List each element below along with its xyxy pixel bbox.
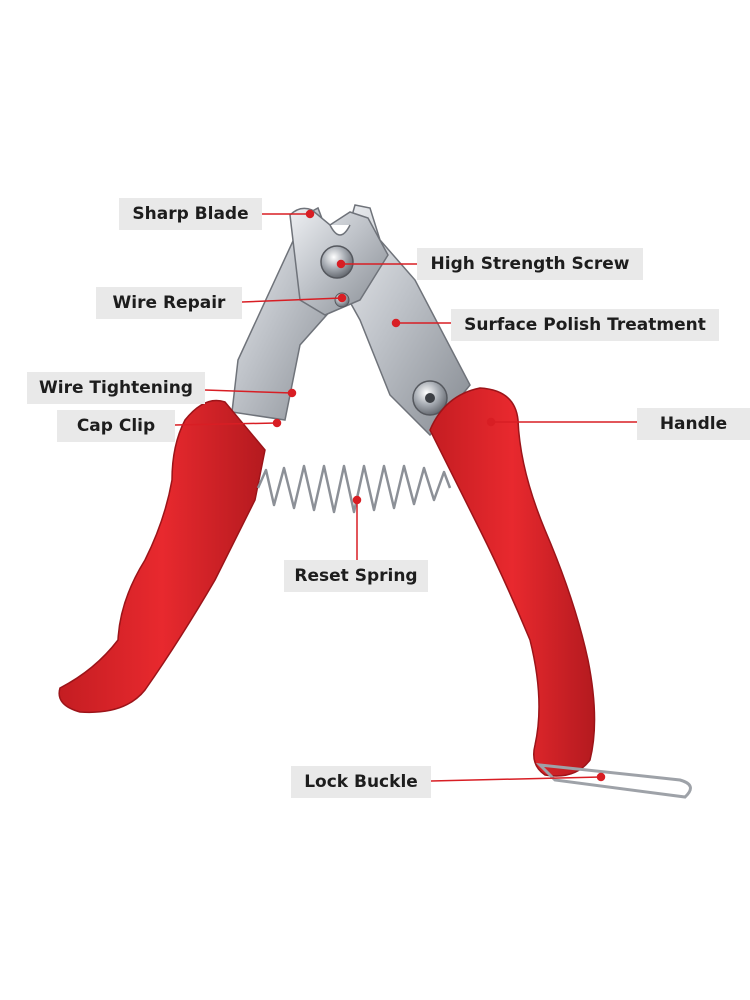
label-surface-polish: Surface Polish Treatment bbox=[451, 309, 719, 341]
leader-cap-clip bbox=[174, 422, 278, 426]
leader-dot-tightening bbox=[287, 388, 297, 398]
leader-dot-cap-clip bbox=[272, 418, 282, 428]
lock-buckle-ring bbox=[535, 763, 692, 799]
leader-dot-wire-repair bbox=[337, 293, 347, 303]
label-sharp-blade: Sharp Blade bbox=[119, 198, 262, 230]
leader-dot-sharp-blade bbox=[305, 209, 315, 219]
label-high-strength-screw: High Strength Screw bbox=[417, 248, 643, 280]
leader-dot-lock-buckle bbox=[596, 772, 606, 782]
leader-dot-reset-spring bbox=[352, 495, 362, 505]
leader-dot-handle bbox=[486, 417, 496, 427]
label-cap-clip: Cap Clip bbox=[57, 410, 175, 442]
left-red-handle bbox=[58, 399, 266, 714]
label-handle: Handle bbox=[637, 408, 750, 440]
label-wire-tightening: Wire Tightening bbox=[27, 372, 205, 404]
leader-lock-buckle bbox=[430, 776, 602, 782]
pivot-screw-center bbox=[425, 393, 435, 403]
leader-dot-polish bbox=[391, 318, 401, 328]
right-red-handle bbox=[429, 387, 596, 777]
label-wire-repair: Wire Repair bbox=[96, 287, 242, 319]
label-reset-spring: Reset Spring bbox=[284, 560, 428, 592]
leader-wire-repair bbox=[241, 297, 343, 303]
jaw-notch bbox=[329, 224, 351, 236]
leader-tightening bbox=[204, 389, 293, 394]
high-strength-screw-icon bbox=[320, 245, 354, 279]
reset-spring bbox=[256, 464, 452, 514]
label-lock-buckle: Lock Buckle bbox=[291, 766, 431, 798]
leader-dot-screw bbox=[336, 259, 346, 269]
